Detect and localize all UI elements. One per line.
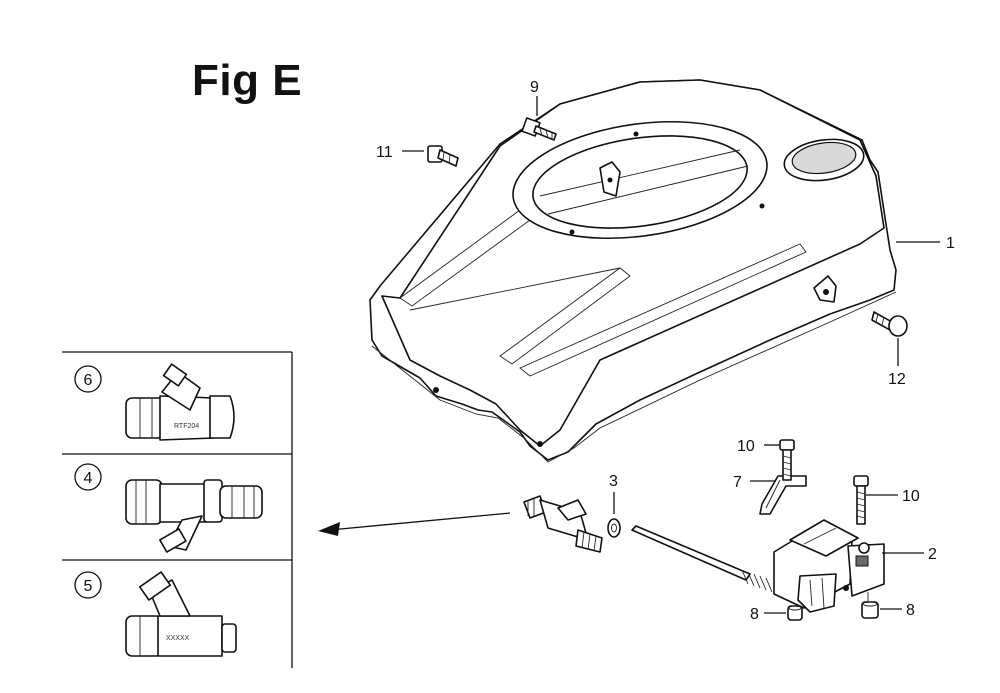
part-fuel-filter xyxy=(523,495,603,553)
callout-2-label: 2 xyxy=(928,546,937,563)
callout-3-label: 3 xyxy=(609,473,618,490)
callout-5-label: 5 xyxy=(84,578,93,595)
part-8-nut-left xyxy=(787,605,803,621)
callout-8a-label: 8 xyxy=(750,606,759,623)
callout-9-label: 9 xyxy=(530,79,539,96)
callout-6-label: 6 xyxy=(84,372,93,389)
callout-5-circle: 5 xyxy=(74,571,102,599)
part-10-bolt-upper xyxy=(779,439,795,481)
part-7-bracket xyxy=(759,475,807,515)
part-6-fuel-filter-variant: RTF204 xyxy=(125,363,235,441)
part-12-bolt xyxy=(871,311,908,337)
callout-7-label: 7 xyxy=(733,474,742,491)
part-10-bolt-right xyxy=(853,475,869,525)
callout-11-label: 11 xyxy=(376,144,393,161)
part-3-washer xyxy=(607,518,621,538)
part-1-engine-cover xyxy=(369,79,897,463)
part-4-fuel-filter-variant xyxy=(125,479,263,553)
part-2-solenoid-assembly xyxy=(631,519,885,613)
callout-6-circle: 6 xyxy=(74,365,102,393)
callout-8b-label: 8 xyxy=(906,602,915,619)
part-11-bolt xyxy=(427,145,459,167)
figure-title: Fig E xyxy=(192,56,303,105)
callout-10b-label: 10 xyxy=(902,488,920,505)
callout-10a-label: 10 xyxy=(737,438,755,455)
inset-panel xyxy=(62,351,293,668)
callout-12-label: 12 xyxy=(888,371,906,388)
callout-4-label: 4 xyxy=(84,470,93,487)
pointer-arrow xyxy=(318,512,511,536)
svg-text:RTF204: RTF204 xyxy=(174,423,199,430)
callout-1-label: 1 xyxy=(946,235,955,252)
part-9-bolt xyxy=(521,117,557,141)
part-5-fuel-filter-variant: XXXXX xyxy=(125,571,237,657)
part-8-nut-right xyxy=(861,592,879,619)
svg-text:XXXXX: XXXXX xyxy=(166,635,190,642)
callout-4-circle: 4 xyxy=(74,463,102,491)
